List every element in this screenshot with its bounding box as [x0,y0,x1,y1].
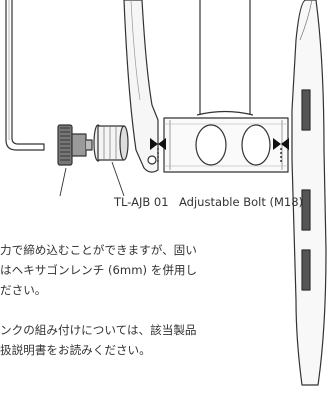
hex-wrench-icon [5,0,45,151]
instruction-paragraph-1: 力で締め込むことができますが、固い はヘキサゴンレンチ (6mm) を併用し だ… [0,240,197,300]
bottom-bracket-icon [163,117,289,173]
instruction-line: ンクの組み付けについては、該当製品 [0,323,197,337]
bolt-label: Adjustable Bolt (M18) [179,195,304,209]
instruction-paragraph-2: ンクの組み付けについては、該当製品 扱説明書をお読みください。 [0,320,197,360]
adjustable-bolt-icon [93,124,129,162]
alignment-marker-icon [150,138,289,150]
tool-label: TL-AJB 01 [114,195,169,209]
crank-arm-icon [123,0,159,173]
tl-ajb-tool-icon [57,124,93,166]
instruction-line: ださい。 [0,283,47,297]
frame-tube-icon [196,0,254,116]
instruction-line: 扱説明書をお読みください。 [0,343,151,357]
chainring-icon [291,0,327,386]
instruction-line: 力で締め込むことができますが、固い [0,243,197,257]
bolt-callout-line [111,161,125,197]
instruction-line: はヘキサゴンレンチ (6mm) を併用し [0,263,198,277]
tool-callout-line [59,167,67,197]
